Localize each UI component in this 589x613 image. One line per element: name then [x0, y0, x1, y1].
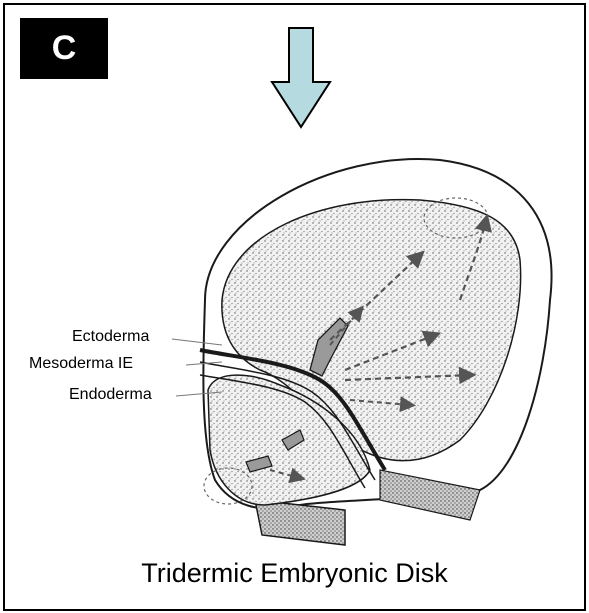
figure-caption: Tridermic Embryonic Disk [0, 558, 589, 589]
ectoderm-label: Ectoderma [72, 328, 149, 346]
mesoderm-label: Mesoderma IE [29, 355, 133, 373]
endoderm-label: Endoderma [69, 386, 152, 404]
